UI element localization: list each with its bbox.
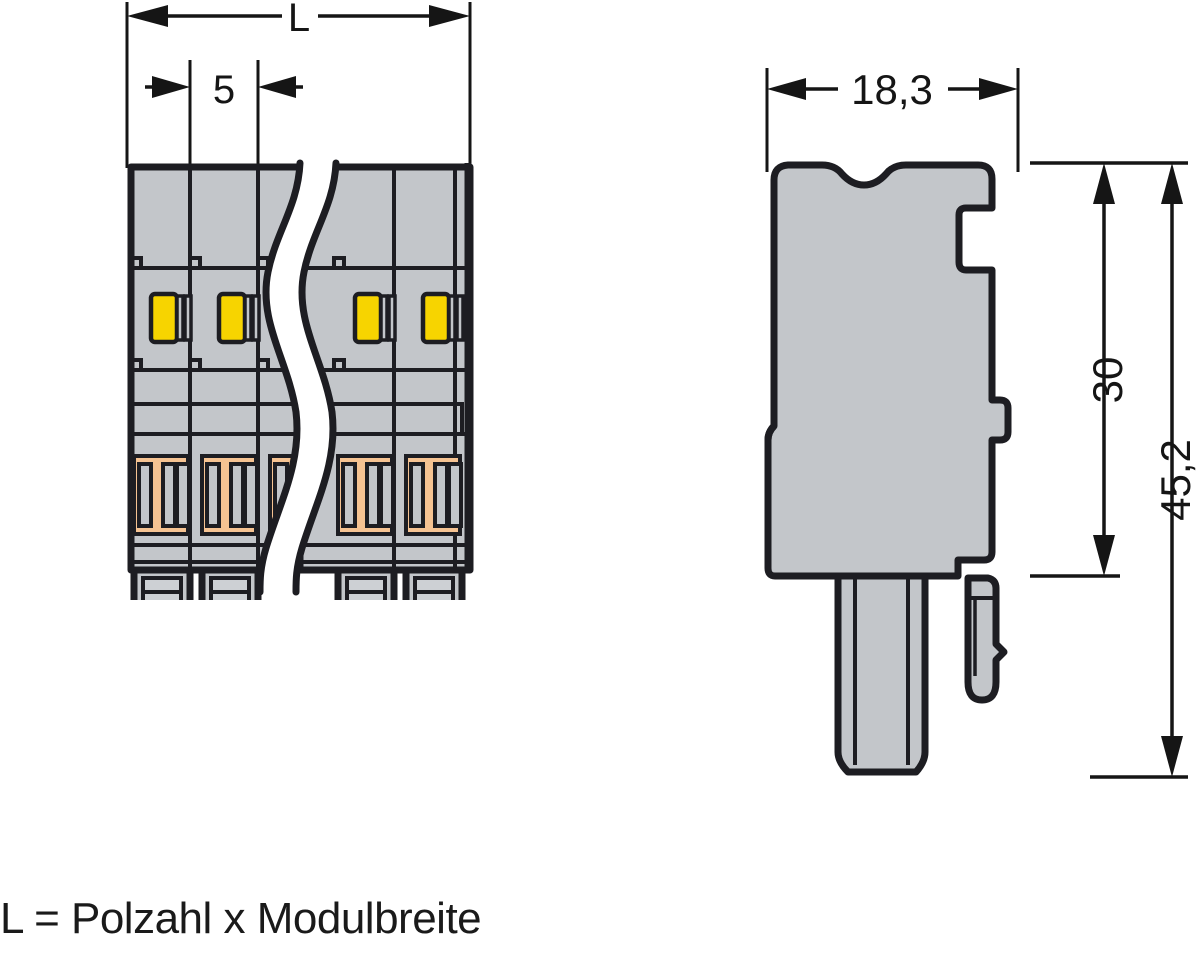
dimension-label-L: L [288,0,310,40]
arrowhead-depth-left [767,78,806,100]
clamp-unit [352,291,397,345]
side-view [764,161,1012,776]
break-edge-left [256,159,304,596]
clamp-unit [420,291,465,345]
clamp-yellow [420,291,452,345]
notch [332,256,346,268]
clamp-step [129,402,190,434]
contact-slot [447,294,457,342]
pin-inner [413,576,455,600]
contact-slot [379,294,389,342]
contact-slot [387,294,397,342]
lever-slot [447,462,463,528]
break-edge-right [292,159,340,596]
lever-unit [200,454,259,536]
pin-inner [141,576,183,600]
contact-slot [455,294,465,342]
lever-slot [137,462,153,528]
dimension-label-45-2: 45,2 [1152,439,1199,521]
arrowhead-5-right [258,76,296,98]
contact-slot [175,294,185,342]
dimension-label-18-3: 18,3 [851,66,933,113]
notch [129,256,143,268]
dimension-height-45-2: 45,2 [1090,163,1199,779]
front-view [127,159,474,600]
notch [129,358,143,370]
lever-unit [336,454,395,536]
lever-slot [229,462,245,528]
lever-slot [175,462,191,528]
lever-slot [205,462,221,528]
arrowhead-5-left [152,76,190,98]
lever-slot [341,462,357,528]
notch [188,256,202,268]
lever-slot [409,462,425,528]
side-view-blade [834,572,929,776]
lever-slot [433,462,449,528]
dimension-label-30: 30 [1084,357,1131,404]
pin [402,566,466,600]
contact-slot [251,294,261,342]
pin [334,566,398,600]
lever-zone-right [336,454,463,536]
clamp-unit [148,291,193,345]
clamp-unit [216,291,261,345]
lever-slot [379,462,395,528]
drawing-caption: L = Polzahl x Modulbreite [0,894,482,943]
lever-unit [132,454,191,536]
contact-slot [183,294,193,342]
dimension-depth: 18,3 [765,66,1020,172]
pin [130,566,194,600]
arrowhead-depth-right [979,78,1018,100]
seam-notches [129,256,270,370]
arrowhead-45-bottom [1161,736,1183,777]
dimension-label-5: 5 [213,68,235,112]
front-view-right-segment [298,163,474,600]
side-view-latch [964,574,1008,704]
pins-right [334,566,466,600]
dimension-module-width: 5 [145,60,303,168]
pin [266,566,300,600]
clamp-yellow [352,291,384,345]
arrowhead-30-top [1093,163,1115,204]
clamp-yellow [148,291,180,345]
notch [256,358,270,370]
side-view-body [764,161,1012,580]
side-body-step [764,423,777,441]
lever-slot [243,462,259,528]
dimension-height-30: 30 [1030,161,1188,578]
lever-slot [161,462,177,528]
clamp-yellow [216,291,248,345]
arrowhead-30-bottom [1093,535,1115,576]
contact-slot [243,294,253,342]
pin-inner [209,576,251,600]
notch [332,358,346,370]
pins-left [130,566,300,600]
seam-notches-right [332,256,346,370]
dimension-overall-length: L [125,0,472,168]
arrowhead-left [127,5,168,27]
break-symbol [256,159,340,596]
lever-zone-left [132,454,300,536]
pin-inner [345,576,387,600]
arrowhead-45-top [1161,163,1183,204]
lever-unit [404,454,463,536]
arrowhead-right [429,5,470,27]
notch [188,358,202,370]
front-view-left-segment [127,163,300,600]
clamp-step [392,402,464,434]
lever-slot [365,462,381,528]
pin [198,566,262,600]
